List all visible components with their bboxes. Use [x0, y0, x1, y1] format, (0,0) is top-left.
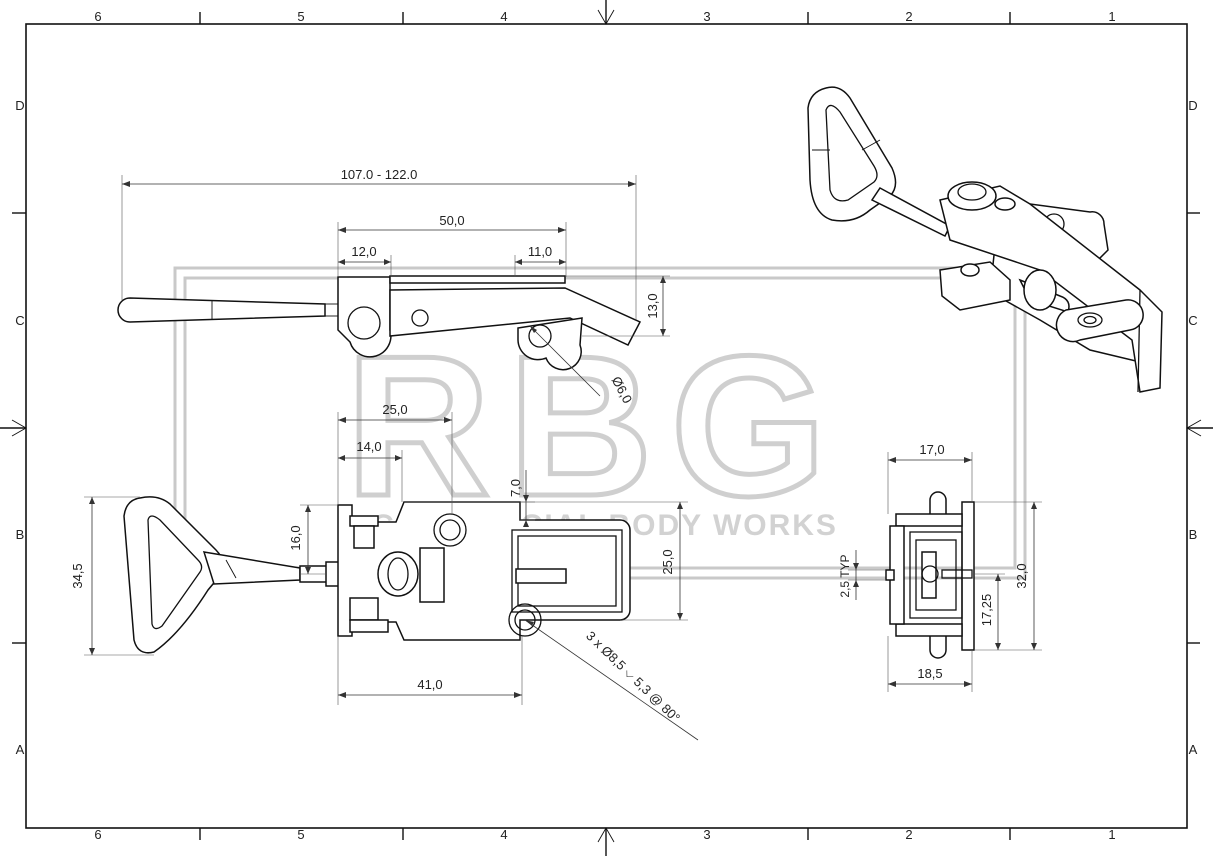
- center-arrow-right: [1186, 419, 1213, 437]
- zone-row-left-a: A: [16, 742, 25, 757]
- zone-col-top-6: 6: [94, 9, 101, 24]
- zone-col-bottom-2: 2: [905, 827, 912, 842]
- zone-col-top-4: 4: [500, 9, 507, 24]
- end-height-dim: 32,0: [1014, 563, 1029, 588]
- zone-col-top-3: 3: [703, 9, 710, 24]
- top-dim-7: 7,0: [508, 479, 523, 497]
- zone-col-top-2: 2: [905, 9, 912, 24]
- side-height-dim: 13,0: [645, 293, 660, 318]
- side-right-offset-dim: 11,0: [528, 244, 552, 259]
- end-view: 17,0 18,5 2,5 TYP 32,0 17,25: [838, 442, 1042, 692]
- zone-row-right-c: C: [1188, 313, 1197, 328]
- zone-col-top-1: 1: [1108, 9, 1115, 24]
- end-center-height-dim: 17,25: [979, 594, 994, 627]
- center-arrow-left: [0, 419, 27, 437]
- center-arrow-top: [597, 0, 615, 25]
- side-view: 107.0 - 122.0 50,0 12,0 11,0 13,0 Ø6,0: [117, 167, 670, 406]
- top-dim-14: 14,0: [356, 439, 381, 454]
- top-dim-25-height: 25,0: [660, 549, 675, 574]
- center-arrow-bottom: [597, 827, 615, 856]
- zone-row-left-d: D: [15, 98, 24, 113]
- zone-col-bottom-5: 5: [297, 827, 304, 842]
- zone-col-bottom-6: 6: [94, 827, 101, 842]
- top-dim-25: 25,0: [382, 402, 407, 417]
- side-overall-length-dim: 107.0 - 122.0: [341, 167, 418, 182]
- top-hole-callout: 3 x Ø8,5 ⌵ 5,3 @ 80°: [583, 628, 683, 725]
- zone-col-bottom-4: 4: [500, 827, 507, 842]
- top-dim-41: 41,0: [417, 677, 442, 692]
- zone-row-left-b: B: [16, 527, 25, 542]
- zone-row-right-a: A: [1189, 742, 1198, 757]
- zone-col-bottom-3: 3: [703, 827, 710, 842]
- zone-col-top-5: 5: [297, 9, 304, 24]
- end-thickness-dim: 2,5 TYP: [838, 554, 852, 597]
- end-width-bottom-dim: 18,5: [917, 666, 942, 681]
- isometric-view: [807, 86, 1163, 393]
- top-dim-16: 16,0: [288, 525, 303, 550]
- end-width-top-dim: 17,0: [919, 442, 944, 457]
- zone-row-left-c: C: [15, 313, 24, 328]
- zone-row-right-d: D: [1188, 98, 1197, 113]
- zone-col-bottom-1: 1: [1108, 827, 1115, 842]
- zone-row-right-b: B: [1189, 527, 1198, 542]
- side-body-length-dim: 50,0: [439, 213, 464, 228]
- side-left-offset-dim: 12,0: [351, 244, 376, 259]
- top-dim-34-5: 34,5: [70, 563, 85, 588]
